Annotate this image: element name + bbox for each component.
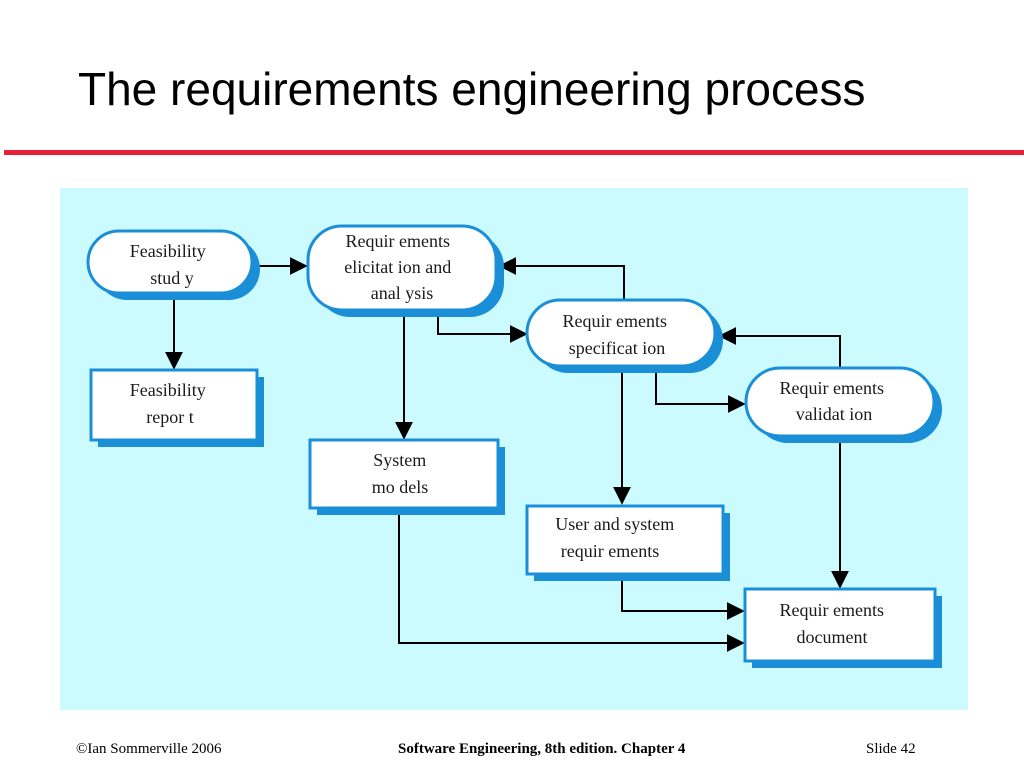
svg-text:System mo dels: System mo dels xyxy=(372,450,431,497)
slide-title: The requirements engineering process xyxy=(78,63,866,115)
node-label-line: Feasibility xyxy=(130,241,206,261)
footer-slide-number: Slide 42 xyxy=(866,741,916,757)
node-label-line: validat ion xyxy=(796,404,872,424)
arrow-specification-to-validation xyxy=(655,368,746,413)
footer-author: Ian Sommerville 2006 xyxy=(87,741,222,757)
node-label-line: mo dels xyxy=(372,477,429,497)
node-label-line: stud y xyxy=(150,268,194,288)
node-label-line: requir ements xyxy=(561,541,659,561)
node-label-line: anal ysis xyxy=(371,283,434,303)
arrow-validation-feedback xyxy=(718,327,841,368)
svg-text:Feasibility stud y: Feasibility stud y xyxy=(130,241,211,288)
title-divider xyxy=(4,150,1024,155)
svg-text:Requir ements document: Requir ements document xyxy=(780,600,889,647)
document-system-models: System mo dels xyxy=(308,438,505,515)
process-requirements-specification: Requir ements specificat ion xyxy=(525,298,723,373)
document-feasibility-report: Feasibility repor t xyxy=(89,368,264,447)
arrow-user-requirements-to-document xyxy=(621,572,745,620)
footer-book-title: Software Engineering, 8th edition. Chapt… xyxy=(398,741,686,757)
node-label-line: Requir ements xyxy=(780,600,884,620)
node-label-line: specificat ion xyxy=(569,338,665,358)
connectors xyxy=(165,257,849,652)
node-label-line: System xyxy=(373,450,426,470)
arrow-specification-feedback xyxy=(498,257,625,300)
svg-text:Requir ements elicitat i: Requir ements elicitat ion and anal ysis xyxy=(344,231,455,303)
process-requirements-validation: Requir ements validat ion xyxy=(744,366,942,443)
node-label-line: elicitat ion and xyxy=(344,257,451,277)
node-label-line: User and system xyxy=(555,514,674,534)
process-feasibility-study: Feasibility stud y xyxy=(86,229,260,300)
node-label-line: document xyxy=(797,627,868,647)
svg-text:Requir ements specificat: Requir ements specificat ion xyxy=(563,311,672,358)
svg-text:Requir ements validat io: Requir ements validat ion xyxy=(780,378,889,424)
svg-text:Feasibility repor t: Feasibility repor t xyxy=(130,380,211,427)
node-label-line: repor t xyxy=(146,407,193,427)
node-label-line: Requir ements xyxy=(563,311,667,331)
node-label-line: Feasibility xyxy=(130,380,206,400)
process-requirements-elicitation: Requir ements elicitat ion and anal ysis xyxy=(306,224,504,317)
footer-copyright: ©Ian Sommerville 2006 xyxy=(76,741,222,758)
arrow-models-to-document xyxy=(398,505,745,652)
document-user-system-requirements: User and system requir ements xyxy=(525,504,730,581)
arrow-elicitation-to-specification xyxy=(437,312,528,343)
node-label-line: Requir ements xyxy=(780,378,884,398)
copyright-symbol: © xyxy=(76,741,88,757)
node-label-line: Requir ements xyxy=(346,231,450,251)
document-requirements-document: Requir ements document xyxy=(743,587,942,668)
svg-text:User and system requir e: User and system requir ements xyxy=(555,514,678,561)
